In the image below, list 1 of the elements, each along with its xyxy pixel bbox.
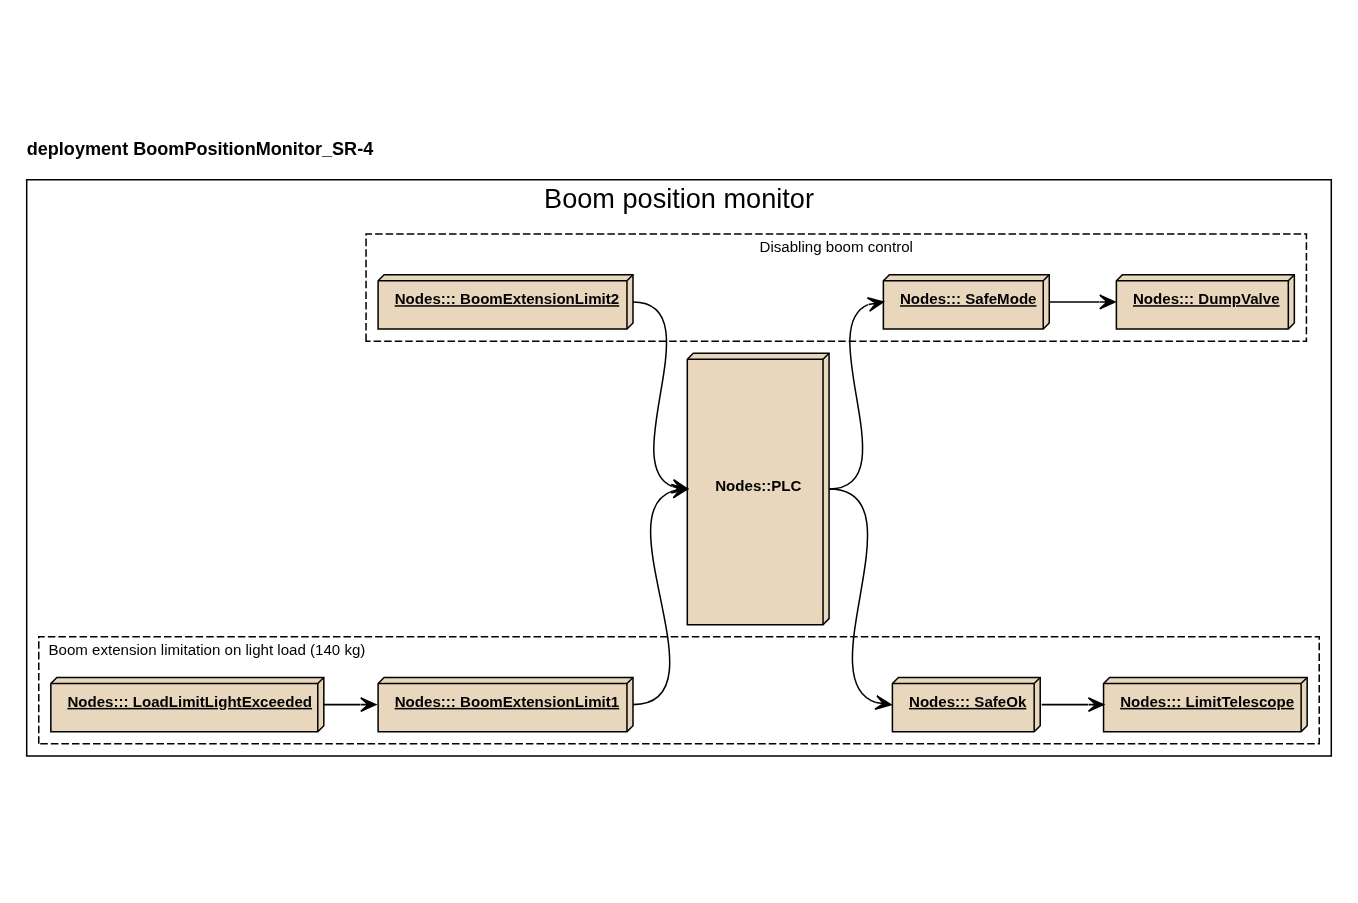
diagram-title: deployment BoomPositionMonitor_SR-4	[26, 138, 374, 159]
